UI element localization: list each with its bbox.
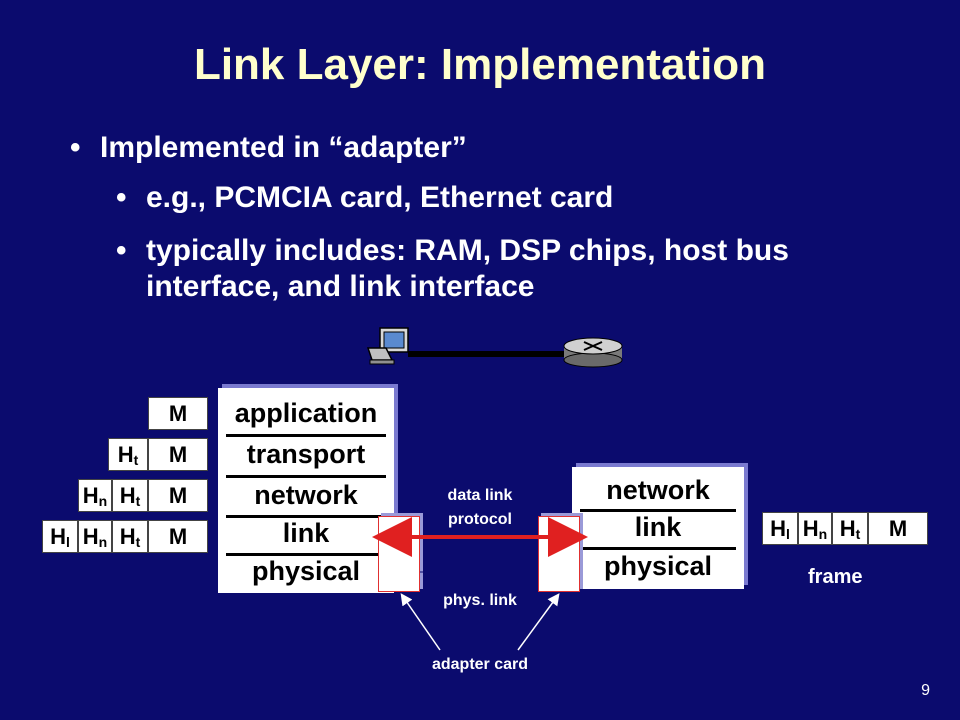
bullet-2: • e.g., PCMCIA card, Ethernet card	[116, 180, 614, 216]
message-cell: M	[148, 397, 208, 430]
bullet-1-text: Implemented in “adapter”	[100, 131, 467, 164]
bullet-dot: •	[116, 234, 127, 267]
message-cell: M	[868, 512, 928, 545]
bullet-dot: •	[116, 181, 127, 214]
adapter-pointer-left	[400, 593, 441, 651]
layer-application: application	[234, 398, 378, 428]
router-icon	[563, 337, 623, 368]
frame-label: frame	[808, 566, 863, 588]
layer-divider	[226, 515, 386, 518]
phys-link-label: phys. link	[443, 592, 517, 609]
layer-physical: physical	[251, 556, 361, 586]
bullet-1: • Implemented in “adapter”	[70, 130, 467, 166]
bullet-dot: •	[70, 131, 81, 164]
message-cell: M	[148, 479, 208, 512]
layer-link: link	[282, 518, 330, 548]
header-row-message: M	[148, 397, 208, 430]
message-cell: M	[148, 520, 208, 553]
data-link-protocol-label: data link protocol	[447, 487, 513, 528]
layer-network: network	[606, 475, 710, 505]
adapter-card-label: adapter card	[431, 656, 529, 673]
network-cable	[408, 351, 568, 357]
message-cell: M	[148, 438, 208, 471]
page-number: 9	[921, 682, 930, 699]
layer-divider	[580, 509, 736, 512]
layer-physical: physical	[603, 551, 713, 581]
layer-divider	[226, 553, 386, 556]
computer-icon	[366, 327, 409, 365]
bullet-3-text: typically includes: RAM, DSP chips, host…	[146, 234, 789, 303]
slide-title: Link Layer: Implementation	[193, 40, 767, 89]
layer-divider	[226, 475, 386, 478]
adapter-pointer-right	[517, 593, 560, 651]
layer-link: link	[634, 512, 682, 542]
layer-transport: transport	[246, 439, 366, 469]
host-protocol-stack: application transport network link physi…	[218, 388, 394, 593]
bullet-3: • typically includes: RAM, DSP chips, ho…	[116, 233, 846, 305]
layer-network: network	[254, 480, 358, 510]
layer-divider	[226, 434, 386, 437]
layer-divider	[580, 547, 736, 550]
router-protocol-stack: network link physical	[572, 467, 744, 589]
bullet-2-text: e.g., PCMCIA card, Ethernet card	[146, 181, 614, 214]
